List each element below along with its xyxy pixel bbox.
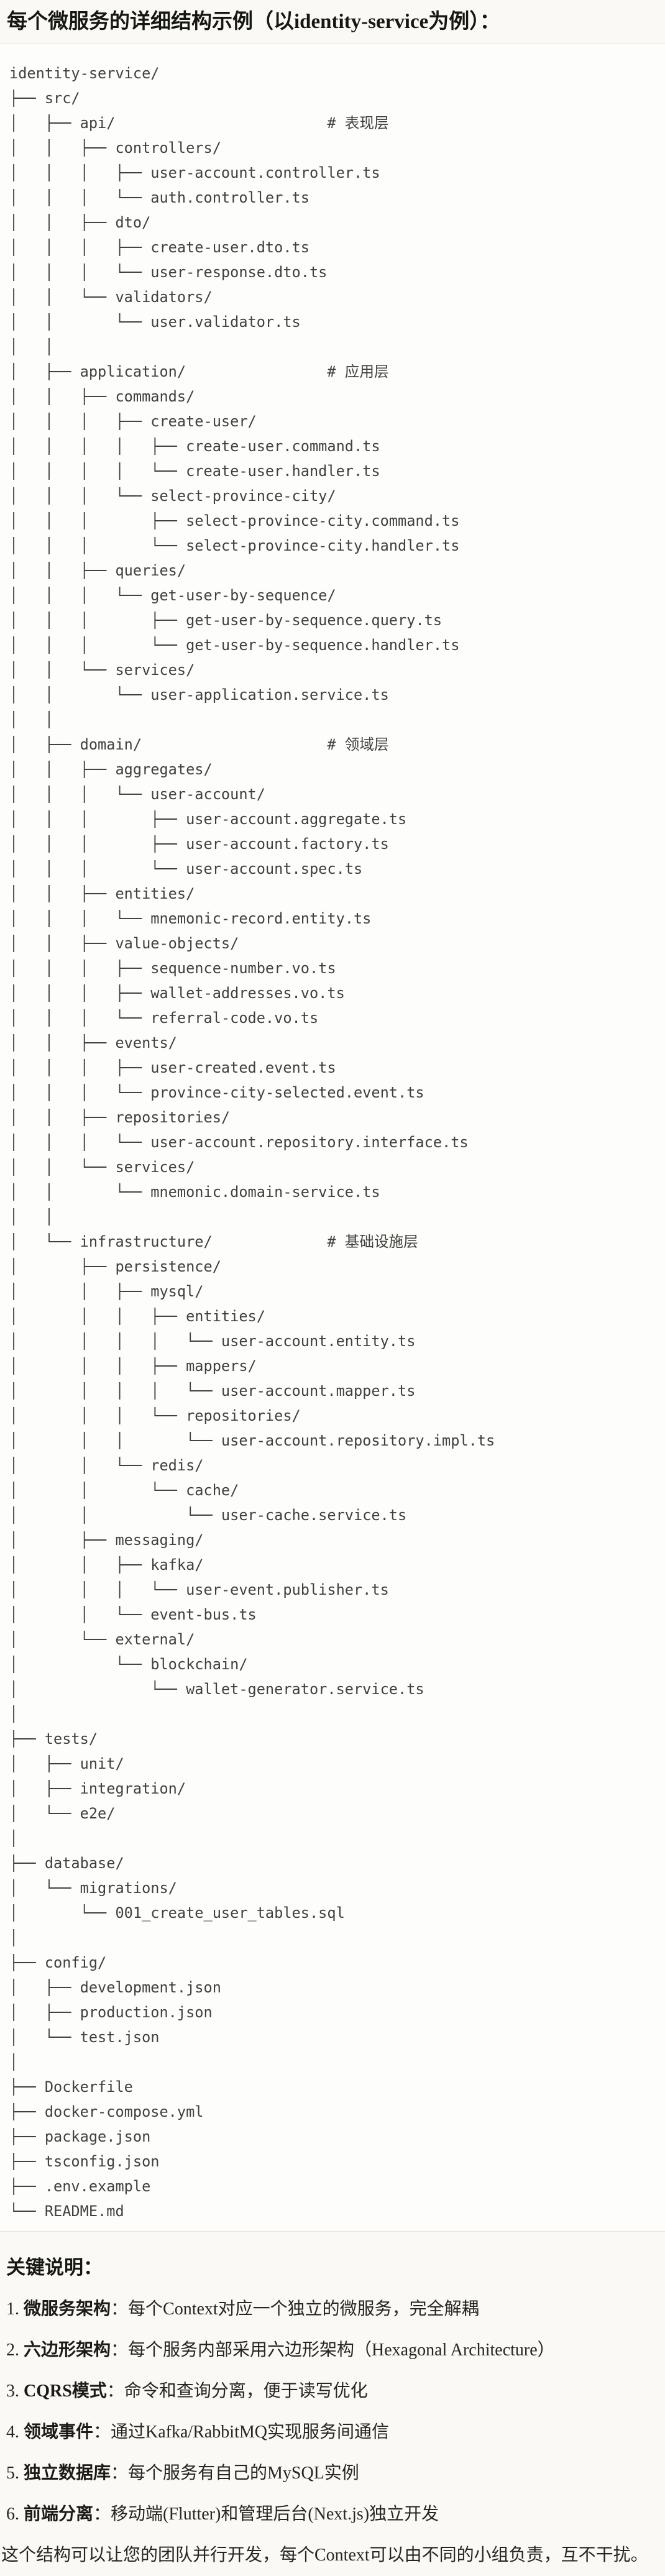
note-desc: ：移动端(Flutter)和管理后台(Next.js)独立开发: [93, 2505, 439, 2524]
closing-paragraph: 这个结构可以让您的团队并行开发，每个Context可以由不同的小组负责，互不干扰…: [1, 2546, 648, 2565]
notes-section: 关键说明： 1.微服务架构：每个Context对应一个独立的微服务，完全解耦 2.…: [0, 2254, 665, 2576]
note-term: 独立数据库: [24, 2464, 111, 2483]
note-term: 前端分离: [24, 2505, 94, 2524]
notes-heading: 关键说明：: [6, 2257, 103, 2278]
note-item: 3.CQRS模式：命令和查询分离，便于读写优化: [6, 2378, 658, 2404]
note-desc: ：每个Context对应一个独立的微服务，完全解耦: [111, 2299, 479, 2319]
note-item: 6. 前端分离：移动端(Flutter)和管理后台(Next.js)独立开发: [6, 2501, 658, 2528]
page-title: 每个微服务的详细结构示例（以identity-service为例）：: [7, 11, 500, 33]
note-item: 5. 独立数据库：每个服务有自己的MySQL实例: [6, 2460, 658, 2487]
note-number: 2.: [6, 2340, 19, 2360]
note-item: 2.六边形架构：每个服务内部采用六边形架构（Hexagonal Architec…: [6, 2337, 658, 2363]
code-block: identity-service/ ├── src/ │ ├── api/ # …: [0, 43, 665, 2232]
note-desc: ：命令和查询分离，便于读写优化: [106, 2381, 368, 2401]
note-item: 1.微服务架构：每个Context对应一个独立的微服务，完全解耦: [6, 2296, 658, 2322]
note-term: CQRS模式: [24, 2381, 107, 2401]
note-item: 4.领域事件：通过Kafka/RabbitMQ实现服务间通信: [6, 2419, 658, 2445]
note-number: 1.: [6, 2299, 19, 2319]
note-number: 4.: [6, 2422, 19, 2442]
note-desc: ：每个服务有自己的MySQL实例: [111, 2464, 359, 2483]
directory-tree: identity-service/ ├── src/ │ ├── api/ # …: [9, 65, 495, 2220]
note-term: 微服务架构: [24, 2299, 111, 2319]
note-term: 六边形架构: [24, 2340, 111, 2360]
note-number: 6.: [6, 2505, 19, 2524]
note-number: 3.: [6, 2381, 19, 2401]
note-number: 5.: [6, 2464, 19, 2483]
note-desc: ：通过Kafka/RabbitMQ实现服务间通信: [93, 2422, 389, 2442]
note-desc: ：每个服务内部采用六边形架构（Hexagonal Architecture）: [111, 2340, 555, 2360]
note-term: 领域事件: [24, 2422, 94, 2442]
